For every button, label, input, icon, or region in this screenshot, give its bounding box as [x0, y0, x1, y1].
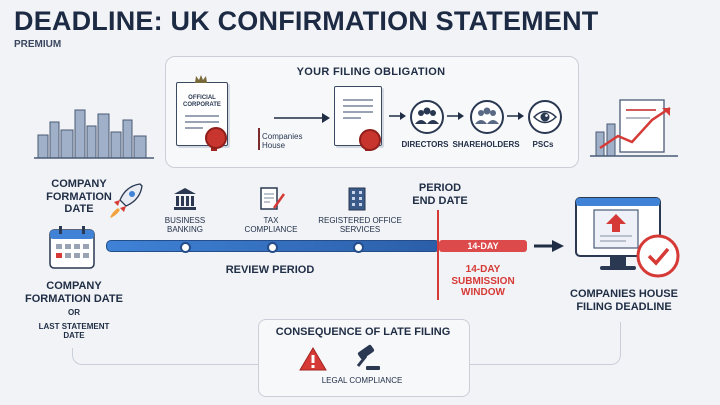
- formation-top-line-1: COMPANY: [51, 178, 107, 190]
- milestone-registered-office: REGISTERED OFFICE SERVICES: [314, 216, 406, 234]
- companies-house-text-1: Companies: [262, 132, 303, 141]
- consequence-title: CONSEQUENCE OF LATE FILING: [275, 326, 451, 338]
- deadline-line-1: COMPANIES HOUSE: [570, 288, 678, 300]
- official-document-icon: OFFICIAL CORPORATE: [176, 82, 228, 151]
- submission-window-bar: 14-DAY: [439, 240, 527, 252]
- milestone-2-line-1: TAX: [263, 216, 279, 225]
- doc-label-official: OFFICIAL: [188, 95, 216, 101]
- last-statement-label: LAST STATEMENT DATE: [22, 322, 126, 340]
- period-end-line-1: PERIOD: [418, 182, 462, 194]
- review-period-label: REVIEW PERIOD: [225, 264, 315, 276]
- milestone-business-banking: BUSINESS BANKING: [150, 216, 220, 234]
- or-label: OR: [68, 308, 80, 317]
- window-line-1: 14-DAY: [465, 264, 501, 275]
- arrow-right-icon-3: [447, 112, 464, 120]
- filing-obligation-title: YOUR FILING OBLIGATION: [296, 66, 446, 78]
- page-subtitle: PREMIUM: [14, 39, 62, 50]
- growth-chart-icon: [590, 99, 678, 157]
- eye-icon: [528, 100, 562, 134]
- formation-date-label-bottom: COMPANY FORMATION DATE: [18, 280, 130, 305]
- calendar-icon: [49, 226, 95, 269]
- period-end-marker: [437, 210, 439, 300]
- office-building-icon: [348, 187, 366, 211]
- milestone-3-line-2: SERVICES: [339, 225, 381, 235]
- warning-icon: [299, 347, 327, 371]
- connector-left: [72, 348, 259, 365]
- connector-right: [468, 322, 621, 365]
- legal-compliance-label: LEGAL COMPLIANCE: [321, 376, 403, 385]
- last-statement-line-1: LAST STATEMENT: [38, 322, 110, 331]
- milestone-2-line-2: COMPLIANCE: [244, 225, 298, 235]
- rocket-icon: [110, 183, 143, 218]
- directors-icon: [410, 100, 444, 134]
- companies-house-divider: [258, 128, 260, 150]
- wax-seal-icon-2: [359, 129, 381, 151]
- arrow-right-icon-4: [507, 112, 524, 120]
- shareholders-label: SHAREHOLDERS: [452, 140, 520, 149]
- window-line-2: SUBMISSION: [451, 275, 515, 287]
- submission-window-label: 14-DAY SUBMISSION WINDOW: [440, 264, 526, 299]
- city-skyline-icon: [34, 109, 154, 159]
- filing-deadline-label: COMPANIES HOUSE FILING DEADLINE: [560, 288, 688, 313]
- arrow-right-icon-2: [389, 112, 406, 120]
- statement-document-icon: [334, 86, 382, 151]
- wax-seal-icon: [205, 127, 227, 149]
- companies-house-logo: Companies House: [262, 132, 302, 150]
- directors-label: DIRECTORS: [401, 140, 449, 149]
- timeline-node-2: [267, 242, 278, 253]
- pscs-label: PSCs: [532, 140, 554, 149]
- milestone-tax-compliance: TAX COMPLIANCE: [236, 216, 306, 234]
- shareholders-icon: [470, 100, 504, 134]
- doc-label-corporate: CORPORATE: [183, 101, 221, 108]
- timeline-node-1: [180, 242, 191, 253]
- tax-document-icon: [260, 187, 286, 210]
- formation-date-label-top: COMPANY FORMATION DATE: [36, 178, 122, 216]
- milestone-3-line-1: REGISTERED OFFICE: [318, 216, 402, 225]
- formation-top-line-3: DATE: [64, 203, 94, 216]
- timeline-node-3: [353, 242, 364, 253]
- formation-bottom-line-1: COMPANY: [46, 280, 102, 292]
- page-title: DEADLINE: UK CONFIRMATION STATEMENT: [14, 6, 599, 36]
- monitor-deadline-icon: [575, 197, 680, 278]
- milestone-1-line-1: BUSINESS: [164, 216, 206, 225]
- milestone-1-line-2: BANKING: [166, 225, 203, 235]
- crown-icon: [195, 75, 207, 83]
- arrow-right-icon: [274, 113, 330, 123]
- companies-house-text-2: House: [262, 141, 286, 151]
- gavel-icon: [356, 344, 380, 370]
- period-end-label: PERIOD END DATE: [404, 182, 476, 207]
- window-line-3: WINDOW: [461, 287, 505, 298]
- deadline-line-2: FILING DEADLINE: [576, 300, 672, 313]
- last-statement-line-2: DATE: [63, 331, 85, 341]
- arrow-right-icon-5: [534, 240, 564, 252]
- formation-bottom-line-2: FORMATION DATE: [25, 292, 123, 305]
- bank-icon: [174, 188, 196, 210]
- period-end-line-2: END DATE: [412, 194, 468, 207]
- formation-top-line-2: FORMATION: [46, 190, 112, 203]
